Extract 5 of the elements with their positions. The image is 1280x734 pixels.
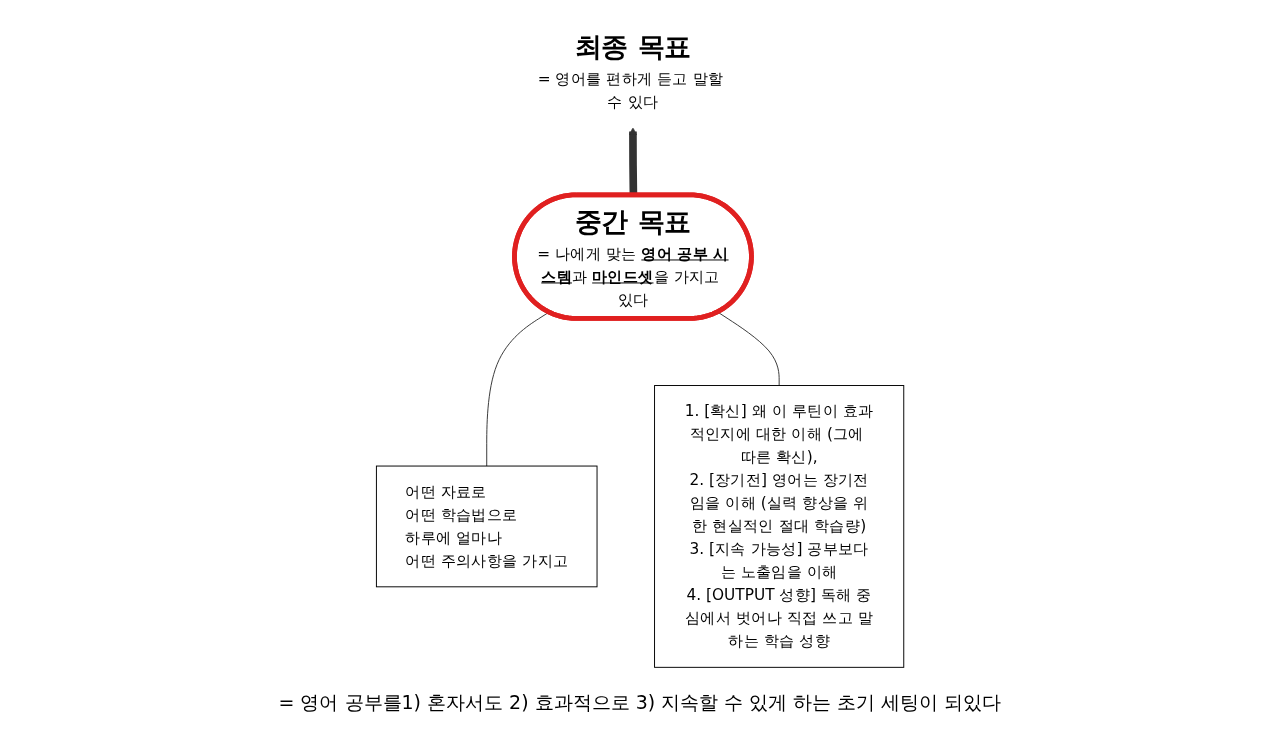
- note-text: = 영어 공부를1) 혼자서도 2) 효과적으로 3) 지속할 수 있게 하는 초기 세팅이 되있다: [277, 690, 1003, 715]
- connector: [717, 311, 780, 386]
- node-box: 1. [확신] 왜 이 루틴이 효과적인지에 대한 이해 (그에 따른 확신), 2. [장기전] 영어는 장기전임을 이해 (실력 향상을 위한 현실적인 절대 학습량) 3. [지속 가능성] 공부보다는 노출임을 이해 4. [OUTPUT 성향] 독해 중심에서 벗어나 직접 쓰고 말하는 학습 성향: [653, 385, 905, 668]
- node-text: 최종 목표 = 영어를 편하게 듣고 말할 수 있다: [537, 30, 724, 111]
- node-box: 어떤 자료로 어떤 학습법으로 하루에 얼마나 어떤 주의사항을 가지고: [375, 465, 598, 588]
